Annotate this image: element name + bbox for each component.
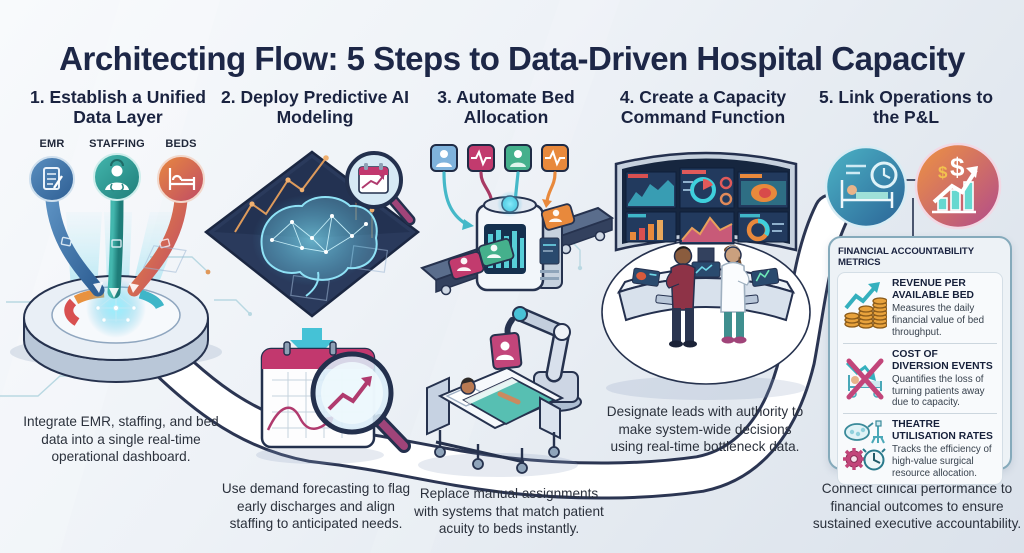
metric-name-revenue: REVENUE PER AVAILABLE BED [892,278,974,302]
metric-desc-theatre: Tracks the efficiency of high-value surg… [892,444,992,479]
metric-row-diversion: COST OF DIVERSION EVENTS Quantifies the … [843,342,997,414]
unified-data-platform-illustration [10,153,222,383]
step5-description: Connect clinical performance to financia… [812,481,1022,532]
clinician-person [720,245,750,344]
revenue-growth-icon: $ $ [914,142,1002,230]
command-screens [614,151,798,262]
operator-person [665,246,697,348]
step1-description: Integrate EMR, staffing, and bed data in… [23,414,219,465]
metric-name-theatre: THEATRE UTILISATION RATES [892,419,993,443]
page-title: Architecting Flow: 5 Steps to Data-Drive… [59,40,965,78]
gear-icon [843,448,865,471]
network-globe-icon [95,291,137,323]
metric-desc-revenue: Measures the daily financial value of be… [892,303,985,338]
bed-allocation-illustration [420,144,615,296]
metric-desc-diversion: Quantifies the loss of turning patients … [892,373,985,409]
crossed-bed-icon [845,358,884,400]
down-arrow-icon [290,328,334,362]
command-center-illustration [601,151,811,400]
surgical-resources-icon [843,420,886,471]
magnifier-icon [310,351,411,453]
source-label-emr: EMR [39,138,65,150]
step2-heading: 2. Deploy Predictive AI Modeling [220,87,410,128]
step3-heading: 3. Automate Bed Allocation [437,87,575,128]
robot-bed-illustration [418,306,582,477]
pipe-arrows [60,236,171,298]
beds-icon [157,155,205,203]
metric-row-revenue: REVENUE PER AVAILABLE BED Measures the d… [843,273,997,343]
step3-description: Replace manual assignments with systems … [414,486,604,537]
financial-metrics-panel: FINANCIAL ACCOUNTABILITY METRICS REVENUE… [828,236,1012,485]
metrics-card: REVENUE PER AVAILABLE BED Measures the d… [837,272,1003,485]
ai-brain-board-illustration [142,150,421,362]
step2-description: Use demand forecasting to flag early dis… [221,481,411,532]
brain-icon [260,196,378,297]
pl-link-illustration: $ $ [824,142,1002,238]
robot-arm-icon [489,306,582,412]
bed-clock-icon [824,145,908,229]
hospital-bed-icon [426,366,565,474]
step4-heading: 4. Create a Capacity Command Function [619,87,787,128]
step5-heading: 5. Link Operations to the P&L [818,87,994,128]
staffing-icon [93,153,141,201]
metric-row-theatre: THEATRE UTILISATION RATES Tracks the eff… [843,413,997,484]
demand-forecast-calendar-illustration [256,341,411,464]
coins-growth-icon [844,282,887,329]
step1-heading: 1. Establish a Unified Data Layer [29,87,207,128]
metric-name-diversion: COST OF DIVERSION EVENTS [892,348,993,372]
step4-description: Designate leads with authority to make s… [606,404,804,455]
svg-text:$: $ [950,152,965,182]
emr-icon [29,156,75,202]
source-label-beds: BEDS [165,138,197,150]
svg-text:$: $ [938,163,948,182]
forecast-badge-icon [345,151,416,226]
clock-icon [862,448,886,471]
metrics-panel-title: FINANCIAL ACCOUNTABILITY METRICS [838,246,974,268]
source-label-staffing: STAFFING [89,138,145,150]
